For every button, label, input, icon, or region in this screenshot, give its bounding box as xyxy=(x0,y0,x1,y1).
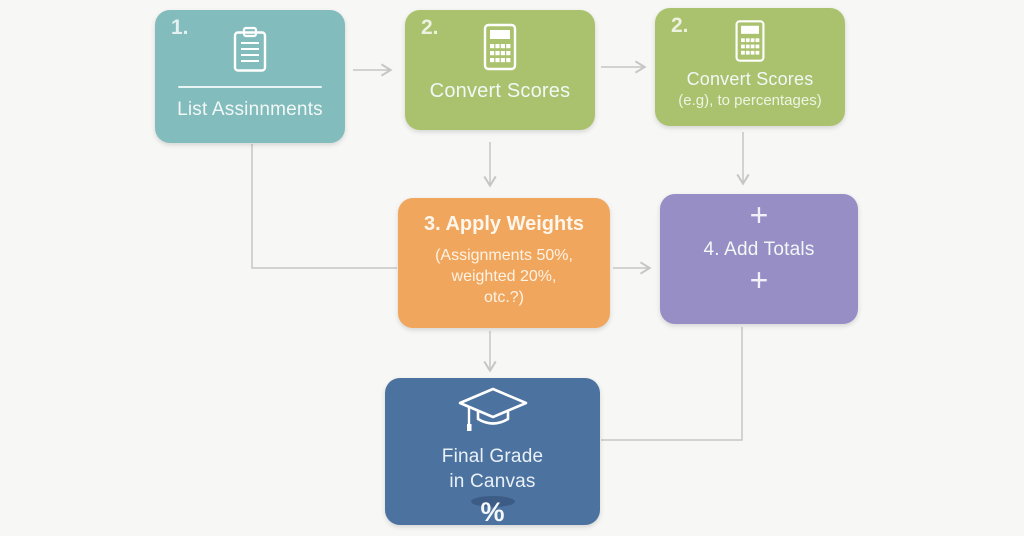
cloud-icon xyxy=(470,496,515,507)
node-label: List Assinnments xyxy=(177,99,323,120)
node-label: Final Grade in Canvas xyxy=(442,444,543,494)
calculator-icon xyxy=(733,19,767,63)
step-number-2b: 2. xyxy=(671,14,689,37)
plus-icon: + xyxy=(749,262,769,298)
node-add-totals: + 4. Add Totals + xyxy=(660,194,858,324)
percent-symbol: % xyxy=(480,497,505,527)
node-label: Convert Scores xyxy=(686,69,814,89)
label-line-1: Final Grade xyxy=(441,446,544,467)
connector-step4-to-final-elbow xyxy=(601,327,743,441)
clipboard-icon xyxy=(232,26,268,74)
sublabel-line-3: otc.?) xyxy=(483,289,524,306)
node-title: 3. Apply Weights xyxy=(423,213,585,235)
label-line-2: in Canvas xyxy=(449,471,536,492)
graduation-cap-icon xyxy=(455,386,531,436)
node-final-grade: Final Grade in Canvas % xyxy=(385,378,600,527)
node-label: 4. Add Totals xyxy=(703,239,815,260)
node-apply-weights: 3. Apply Weights (Assignments 50%, weigh… xyxy=(398,198,610,328)
divider-line xyxy=(178,86,322,88)
node-list-assignments: 1. List Assinnments xyxy=(155,10,345,143)
sublabel-line-1: (Assignments 50%, xyxy=(435,247,573,264)
plus-icon: + xyxy=(749,197,769,233)
node-convert-scores-percentages: 2. Convert Scores (e.g), to percentages) xyxy=(655,8,845,126)
node-convert-scores: 2. Convert Scores xyxy=(405,10,595,130)
connector-step1-to-step3-elbow xyxy=(251,144,397,269)
step-number-1: 1. xyxy=(171,16,189,39)
node-label: Convert Scores xyxy=(429,80,571,102)
percent-badge: % xyxy=(463,495,523,527)
node-sublabel: (e.g), to percentages) xyxy=(678,92,822,109)
calculator-icon xyxy=(481,23,519,71)
step-number-2: 2. xyxy=(421,16,439,39)
sublabel-line-2: weighted 20%, xyxy=(451,268,557,285)
node-sublabel: (Assignments 50%, weighted 20%, otc.?) xyxy=(435,245,573,308)
